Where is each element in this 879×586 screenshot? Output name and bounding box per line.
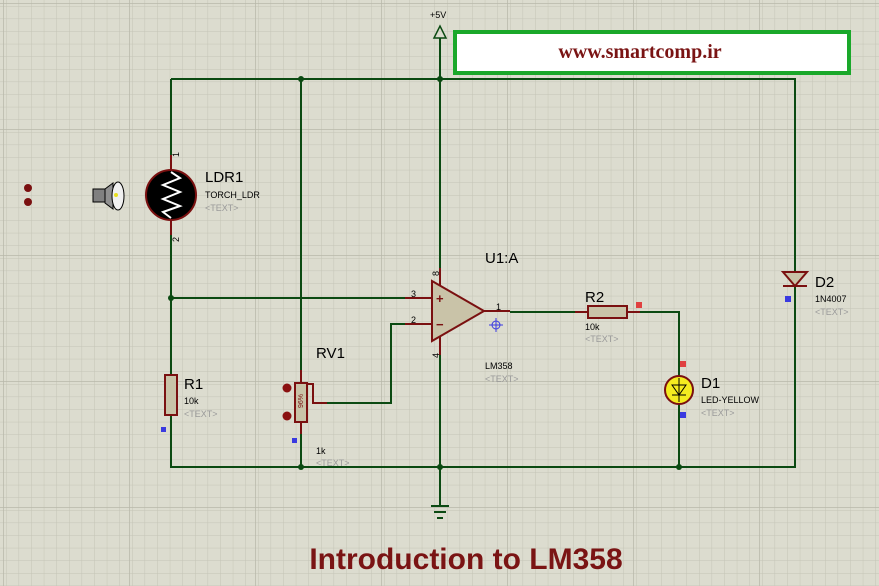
opamp-pin1: 1 — [496, 302, 501, 312]
opamp-pin4: 4 — [431, 353, 441, 358]
d1-text: <TEXT> — [701, 408, 735, 418]
ldr-pin1: 1 — [171, 152, 181, 157]
rv1-increment-button[interactable] — [282, 383, 292, 393]
origin-crosshair-icon — [489, 318, 503, 332]
power-terminal-5v[interactable]: +5V — [430, 10, 448, 39]
opamp-text: <TEXT> — [485, 374, 519, 384]
ldr-value: TORCH_LDR — [205, 190, 260, 200]
website-banner: www.smartcomp.ir — [453, 30, 851, 75]
ldr-pin2: 2 — [171, 237, 181, 242]
d2-ref: D2 — [815, 274, 834, 291]
opamp-ref: U1:A — [485, 250, 518, 267]
junctions — [168, 76, 682, 470]
r2-text: <TEXT> — [585, 334, 619, 344]
rv1-decrement-button[interactable] — [282, 411, 292, 421]
r1-ref: R1 — [184, 376, 203, 393]
rv1-text: <TEXT> — [316, 458, 350, 468]
opamp-pin8: 8 — [431, 271, 441, 276]
opamp-pin3: 3 — [411, 289, 416, 299]
opamp-pin2: 2 — [411, 315, 416, 325]
ground-terminal[interactable] — [431, 505, 449, 519]
ldr1-component[interactable]: 1 2 LDR1 TORCH_LDR <TEXT> — [145, 152, 260, 242]
r2-ref: R2 — [585, 289, 604, 306]
wires — [170, 38, 796, 505]
logic-probe-dots — [24, 184, 32, 206]
d1-ref: D1 — [701, 375, 720, 392]
d2-value: 1N4007 — [815, 294, 847, 304]
torch-light-icon[interactable] — [92, 181, 125, 211]
page-title: Introduction to LM358 — [309, 543, 622, 576]
rv1-potentiometer[interactable]: 96% RV1 1k <TEXT> — [282, 345, 350, 468]
opamp-plus-sign: + — [436, 291, 444, 306]
u1-opamp-lm358[interactable]: + − 3 2 1 8 4 U1:A LM358 <TEXT> — [405, 250, 519, 384]
r1-value: 10k — [184, 396, 199, 406]
power-label: +5V — [430, 10, 446, 20]
website-url: www.smartcomp.ir — [558, 41, 721, 63]
r1-component[interactable]: R1 10k <TEXT> — [161, 374, 218, 432]
ldr-ref: LDR1 — [205, 169, 243, 186]
r2-component[interactable]: R2 10k <TEXT> — [575, 289, 642, 344]
d1-led-yellow[interactable]: D1 LED-YELLOW <TEXT> — [664, 361, 760, 418]
ldr-text: <TEXT> — [205, 203, 239, 213]
d2-diode-1n4007[interactable]: D2 1N4007 <TEXT> — [780, 271, 849, 317]
rv1-percent: 96% — [298, 394, 305, 408]
rv1-ref: RV1 — [316, 345, 345, 362]
opamp-value: LM358 — [485, 361, 513, 371]
opamp-minus-sign: − — [436, 317, 444, 332]
d2-text: <TEXT> — [815, 307, 849, 317]
r1-text: <TEXT> — [184, 409, 218, 419]
d1-value: LED-YELLOW — [701, 395, 760, 405]
rv1-value: 1k — [316, 446, 326, 456]
r2-value: 10k — [585, 322, 600, 332]
